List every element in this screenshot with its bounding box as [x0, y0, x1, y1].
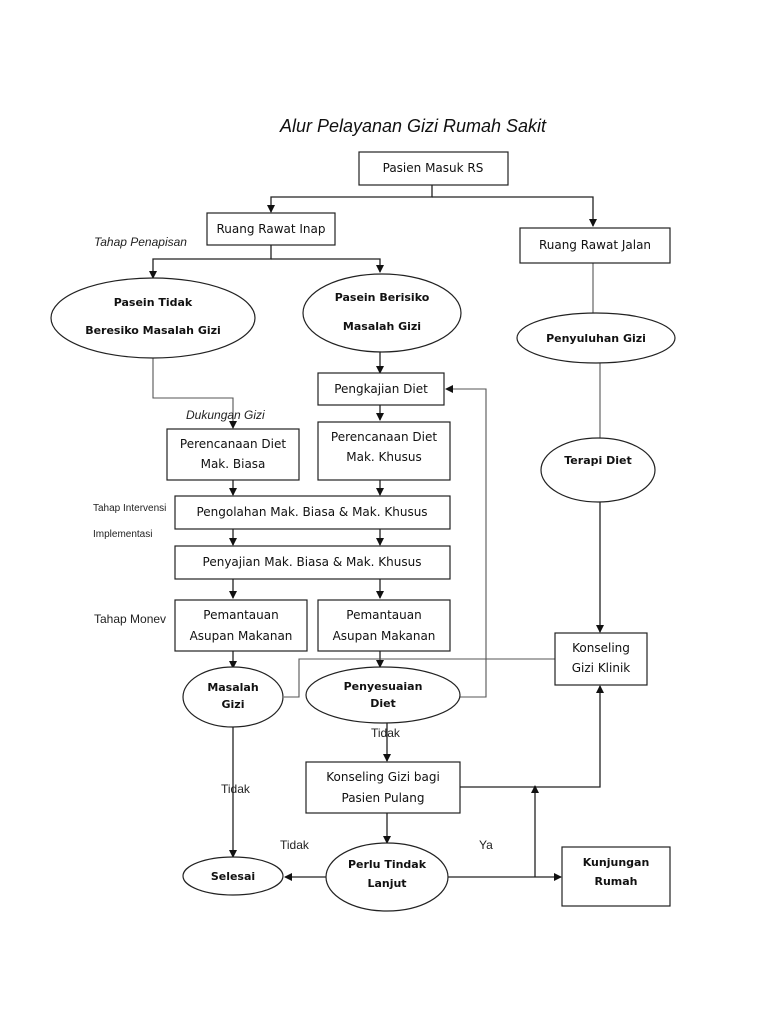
svg-text:Ruang Rawat Jalan: Ruang Rawat Jalan: [539, 238, 651, 252]
node-rawat-jalan: Ruang Rawat Jalan: [519, 227, 671, 264]
svg-text:Asupan Makanan: Asupan Makanan: [333, 629, 436, 643]
label-tidak-masalah: Tidak: [221, 782, 251, 796]
svg-text:Selesai: Selesai: [211, 870, 255, 883]
node-konseling-klinik: Konseling Gizi Klinik: [554, 632, 648, 686]
node-masalah-gizi: Masalah Gizi: [182, 666, 284, 728]
svg-text:Masalah Gizi: Masalah Gizi: [343, 320, 421, 333]
node-rawat-inap: Ruang Rawat Inap: [206, 212, 336, 246]
node-pengkajian: Pengkajian Diet: [317, 372, 445, 406]
svg-text:Masalah: Masalah: [207, 681, 258, 694]
label-tahap-monev: Tahap Monev: [94, 612, 166, 626]
label-tidak-selesai: Tidak: [280, 838, 310, 852]
svg-text:Penyuluhan Gizi: Penyuluhan Gizi: [546, 332, 646, 345]
svg-text:Pasein Berisiko: Pasein Berisiko: [335, 291, 430, 304]
label-tidak-penyesuaian: Tidak: [371, 726, 401, 740]
svg-text:Terapi Diet: Terapi Diet: [564, 454, 631, 467]
arrow-to-rawat-jalan: [432, 196, 597, 227]
node-penyajian: Penyajian Mak. Biasa & Mak. Khusus: [174, 545, 451, 580]
node-selesai: Selesai: [182, 856, 284, 896]
node-kunjungan-rumah: Kunjungan Rumah: [561, 846, 671, 907]
svg-text:Beresiko Masalah Gizi: Beresiko Masalah Gizi: [85, 324, 221, 337]
node-pemantauan-2: Pemantauan Asupan Makanan: [317, 599, 451, 652]
svg-text:Pasien Masuk RS: Pasien Masuk RS: [383, 161, 484, 175]
svg-text:Pengkajian Diet: Pengkajian Diet: [334, 382, 428, 396]
node-perencanaan-khusus: Perencanaan Diet Mak. Khusus: [317, 421, 451, 481]
svg-text:Pemantauan: Pemantauan: [203, 608, 278, 622]
svg-text:Gizi Klinik: Gizi Klinik: [572, 661, 631, 675]
arrow-to-perencanaan-biasa: [152, 358, 237, 429]
arrow-to-rawat-inap: [267, 185, 433, 213]
node-perencanaan-biasa: Perencanaan Diet Mak. Biasa: [166, 428, 300, 481]
svg-text:Kunjungan: Kunjungan: [583, 856, 650, 869]
arrow-to-tidak-beresiko: [149, 245, 272, 279]
svg-text:Mak. Khusus: Mak. Khusus: [346, 450, 421, 464]
node-penyuluhan: Penyuluhan Gizi: [516, 312, 676, 364]
svg-text:Pasien Pulang: Pasien Pulang: [342, 791, 425, 805]
arrow-loop-to-pengkajian: [445, 385, 487, 698]
svg-text:Rumah: Rumah: [594, 875, 637, 888]
arrow-to-berisiko: [271, 258, 384, 273]
svg-text:Ruang Rawat Inap: Ruang Rawat Inap: [216, 222, 325, 236]
node-konseling-pulang: Konseling Gizi bagi Pasien Pulang: [305, 761, 461, 814]
svg-text:Asupan Makanan: Asupan Makanan: [190, 629, 293, 643]
arrow-pulang-to-konseling-klinik: [460, 685, 604, 788]
svg-text:Pasein Tidak: Pasein Tidak: [114, 296, 193, 309]
svg-text:Perlu Tindak: Perlu Tindak: [348, 858, 427, 871]
line-masalah-to-konseling-klinik: [284, 658, 555, 698]
node-pengolahan: Pengolahan Mak. Biasa & Mak. Khusus: [174, 495, 451, 530]
node-terapi-diet: Terapi Diet: [540, 437, 656, 503]
svg-text:Perencanaan Diet: Perencanaan Diet: [331, 430, 437, 444]
node-perlu-tindak: Perlu Tindak Lanjut: [325, 842, 449, 912]
label-tahap-intervensi: Tahap Intervensi: [93, 503, 166, 514]
node-penyesuaian: Penyesuaian Diet: [305, 666, 461, 724]
node-tidak-beresiko: Pasein Tidak Beresiko Masalah Gizi: [50, 277, 256, 359]
svg-text:Konseling: Konseling: [572, 641, 630, 655]
node-pemantauan-1: Pemantauan Asupan Makanan: [174, 599, 308, 652]
svg-text:Diet: Diet: [370, 697, 396, 710]
svg-text:Gizi: Gizi: [222, 698, 245, 711]
node-berisiko: Pasein Berisiko Masalah Gizi: [302, 273, 462, 353]
label-ya: Ya: [479, 838, 493, 852]
label-dukungan-gizi: Dukungan Gizi: [186, 408, 265, 422]
svg-text:Mak. Biasa: Mak. Biasa: [201, 457, 266, 471]
node-pasien-masuk: Pasien Masuk RS: [358, 151, 509, 186]
svg-text:Penyajian Mak. Biasa & Mak. Kh: Penyajian Mak. Biasa & Mak. Khusus: [203, 555, 422, 569]
label-tahap-penapisan: Tahap Penapisan: [94, 235, 187, 249]
connectors: [149, 185, 604, 881]
svg-text:Perencanaan Diet: Perencanaan Diet: [180, 437, 286, 451]
svg-text:Lanjut: Lanjut: [367, 877, 406, 890]
label-implementasi: Implementasi: [93, 529, 152, 540]
svg-text:Pengolahan Mak. Biasa & Mak. K: Pengolahan Mak. Biasa & Mak. Khusus: [196, 505, 427, 519]
diagram-title: Alur Pelayanan Gizi Rumah Sakit: [279, 116, 547, 136]
svg-text:Pemantauan: Pemantauan: [346, 608, 421, 622]
svg-text:Penyesuaian: Penyesuaian: [344, 680, 423, 693]
svg-text:Konseling Gizi bagi: Konseling Gizi bagi: [326, 770, 440, 784]
